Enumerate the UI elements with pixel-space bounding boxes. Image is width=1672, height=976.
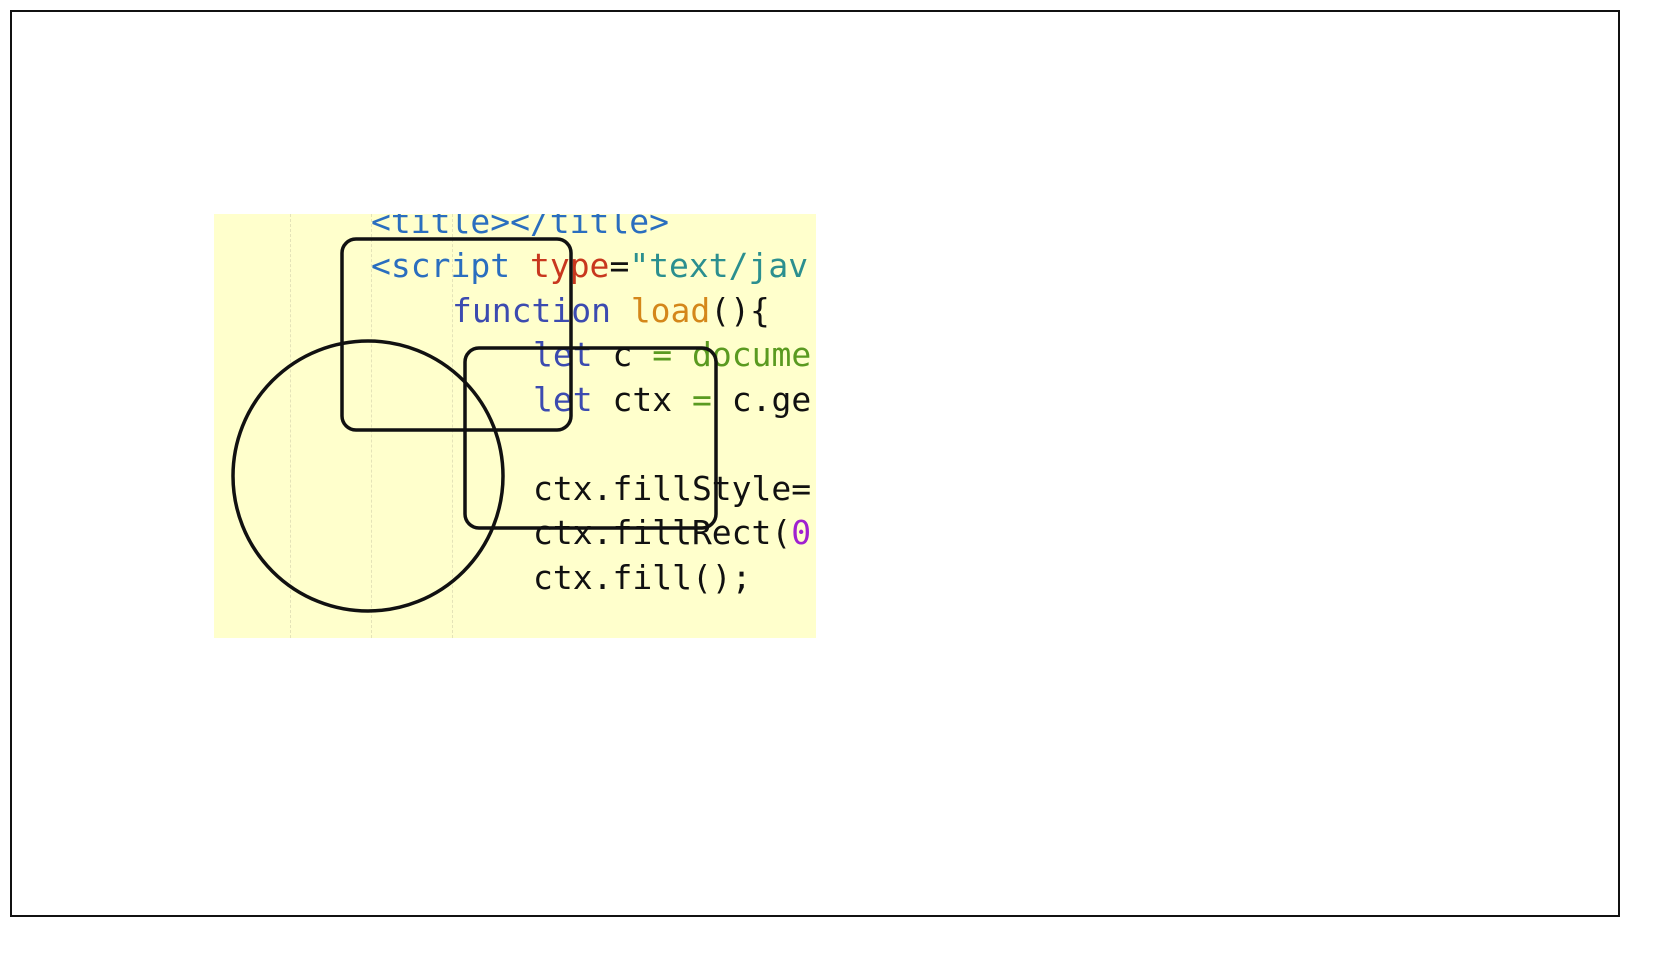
code-token: = — [652, 335, 692, 374]
code-token: let — [533, 380, 613, 419]
code-token: "text/jav — [629, 246, 809, 285]
code-token: type — [529, 246, 610, 285]
code-token: load — [630, 291, 711, 330]
code-token: function — [452, 291, 631, 330]
code-line: <script type="text/jav — [371, 244, 808, 288]
code-line: ctx.fill(); — [533, 556, 752, 600]
code-line: <title></title> — [371, 214, 669, 244]
code-token: (){ — [710, 291, 770, 330]
code-token: c — [612, 335, 653, 374]
code-screenshot-image: <title></title> <script type="text/jav f… — [214, 214, 816, 638]
code-token: <script — [371, 246, 530, 285]
code-token: 0 — [791, 513, 812, 552]
code-token: ctx.fillRect( — [533, 513, 792, 552]
code-line: let ctx = c.ge — [533, 378, 811, 422]
code-token: = — [609, 246, 630, 285]
code-line: function load(){ — [452, 289, 770, 333]
code-line: let c = docume — [533, 333, 811, 377]
code-line: ctx.fillStyle= — [533, 467, 811, 511]
code-token: <title></title> — [371, 214, 670, 241]
code-token: ctx.fill(); — [533, 558, 752, 597]
code-token: ctx.fillStyle= — [533, 469, 812, 508]
code-token: c.ge — [731, 380, 812, 419]
indent-guide — [290, 214, 291, 638]
code-token: = — [691, 380, 732, 419]
code-token: let — [533, 335, 613, 374]
code-token: docume — [691, 335, 812, 374]
code-line: ctx.fillRect(0 — [533, 511, 811, 555]
code-token: ctx — [612, 380, 692, 419]
